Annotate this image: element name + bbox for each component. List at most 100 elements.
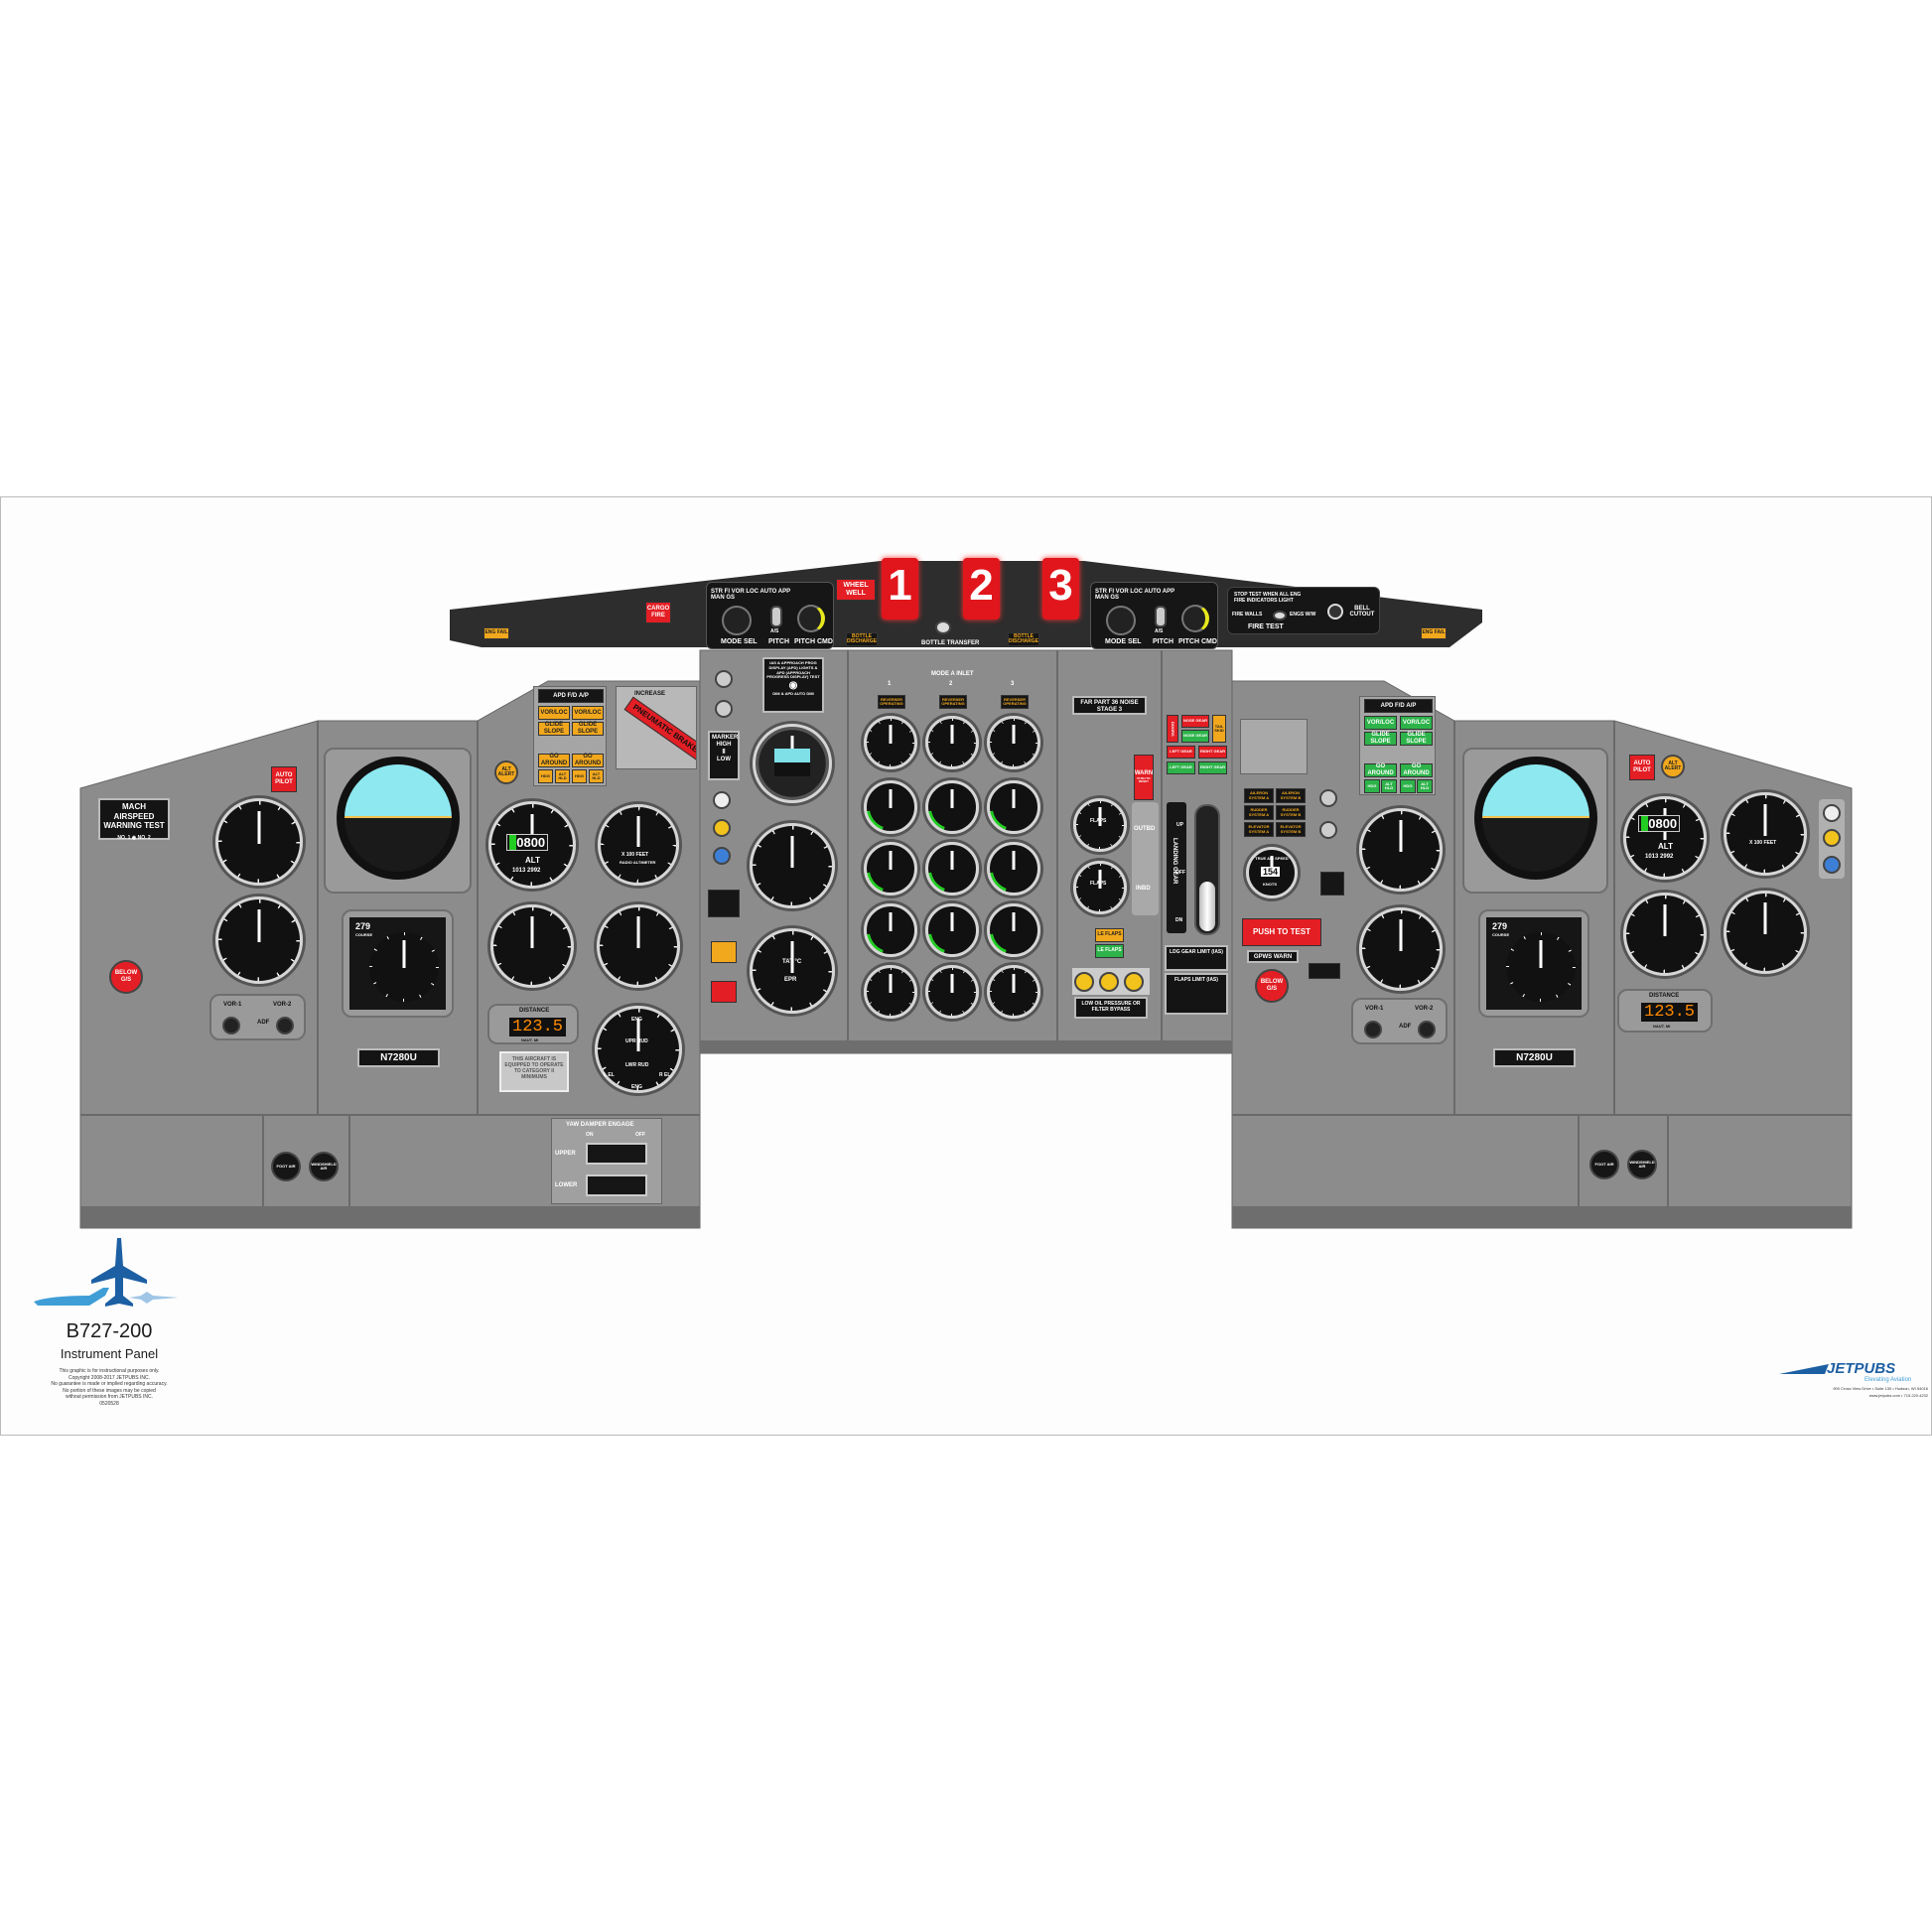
engine-1-n1-gauge — [864, 780, 917, 834]
right-panel-bottom-edge — [1232, 1206, 1852, 1228]
go-around-light-fd[interactable]: GO AROUND — [538, 754, 570, 767]
landing-gear-label: LANDING GEAR — [1172, 838, 1177, 885]
windshield-air-knob[interactable]: WINDSHIELD AIR — [309, 1152, 339, 1181]
vor-adf-selector-2[interactable] — [276, 1017, 294, 1035]
engine-2-fire-handle[interactable]: 2 — [963, 558, 1000, 620]
yaw-eng-bottom: ENG — [631, 1084, 642, 1090]
jetpubs-address: 900 Cross View Drive • Suite 130 • Hudso… — [1833, 1386, 1928, 1391]
go-around-light-fd[interactable]: GO AROUND — [1364, 763, 1397, 777]
mode-select-knob[interactable] — [1106, 606, 1136, 635]
vor-loc-light-fd[interactable]: VOR/LOC — [538, 706, 570, 720]
aircraft-logo-icon — [34, 1238, 179, 1307]
right-hsi-display: 279 COURSE — [1486, 917, 1582, 1010]
right-foot-air-knob[interactable]: FOOT AIR — [1589, 1150, 1619, 1179]
course-label: COURSE — [355, 932, 373, 937]
alt-hld-light-fd[interactable]: ALT HLD — [1381, 779, 1397, 793]
yaw-eng-top: ENG — [631, 1017, 642, 1023]
disclaimer-line: This graphic is for instructional purpos… — [59, 1368, 160, 1374]
alt-hld-light-ap[interactable]: ALT HLD — [1417, 779, 1433, 793]
no2-label: NO. 2 — [137, 834, 151, 841]
engine-3-fire-handle[interactable]: 3 — [1042, 558, 1079, 620]
disclaimer-line: without permission from JETPUBS INC. — [65, 1394, 154, 1400]
vor1-label: VOR-1 — [1365, 1006, 1384, 1012]
pitch-cmd-knob[interactable] — [797, 605, 825, 632]
vor-loc-light-ap[interactable]: VOR/LOC — [572, 706, 604, 720]
hdg-light-fd[interactable]: HDG — [1364, 779, 1380, 793]
attitude-director-indicator — [337, 757, 460, 880]
le-flaps-extended-light: LE FLAPS — [1095, 944, 1124, 958]
engine-2-epr-gauge — [925, 716, 979, 769]
vor-adf-selector-2[interactable] — [1418, 1021, 1436, 1038]
fire-walls-label: FIRE WALLS — [1232, 612, 1263, 618]
engine-1-fire-handle[interactable]: 1 — [882, 558, 918, 620]
hdg-light-ap[interactable]: HDG — [572, 769, 587, 783]
bottle-transfer-switch[interactable] — [935, 621, 951, 634]
right-auto-pilot-light[interactable]: AUTO PILOT — [1629, 755, 1655, 780]
pitch-toggle[interactable] — [770, 606, 782, 627]
alt-label: ALT — [1658, 842, 1673, 851]
as-label: A/S — [1155, 628, 1164, 634]
no1-label: NO. 1 — [117, 834, 131, 841]
vor-adf-selector-1[interactable] — [1364, 1021, 1382, 1038]
engine-1-n2-gauge — [864, 903, 917, 957]
upper-yaw-damper-switch[interactable] — [586, 1143, 647, 1165]
naut-mi-label: NAUT. MI — [1653, 1024, 1671, 1029]
altitude-alert-light[interactable]: ALT ALERT — [494, 760, 518, 784]
glide-slope-light-ap[interactable]: GLIDE SLOPE — [1400, 732, 1433, 746]
dim-knob[interactable]: ◉ — [788, 680, 798, 692]
bell-cutout-button[interactable] — [1327, 604, 1343, 620]
mode-select-knob[interactable] — [722, 606, 752, 635]
dim-label: DIM & APD AUTO DIM — [772, 691, 814, 697]
engine-3-egt-gauge — [987, 842, 1040, 896]
marker-light-white — [713, 791, 731, 809]
vertical-speed-indicator — [490, 904, 574, 988]
right-apd-annunciator-panel: APD F/D A/P VOR/LOC VOR/LOC GLIDE SLOPE … — [1359, 696, 1436, 795]
vor-loc-light-fd[interactable]: VOR/LOC — [1364, 716, 1397, 730]
right-indicator-light-1[interactable] — [1319, 789, 1337, 807]
auto-pilot-warning-light[interactable]: AUTO PILOT — [271, 766, 297, 792]
glide-slope-light-ap[interactable]: GLIDE SLOPE — [572, 722, 604, 736]
panel-subtitle: Instrument Panel — [60, 1346, 159, 1361]
tail-skid-light: TAIL SKID — [1212, 715, 1226, 743]
cargo-fire-light[interactable]: CARGO FIRE — [645, 602, 671, 623]
aileron-b-light: AILERON SYSTEM B — [1276, 788, 1306, 803]
fire-test-switch[interactable] — [1273, 611, 1287, 621]
alt-hld-light-fd[interactable]: ALT HLD — [555, 769, 570, 783]
right-windshield-air-knob[interactable]: WINDSHIELD AIR — [1627, 1150, 1657, 1179]
vor2-label: VOR-2 — [1415, 1006, 1434, 1012]
right-below-glideslope-button[interactable]: BELOW G/S — [1255, 969, 1289, 1003]
vor-loc-light-ap[interactable]: VOR/LOC — [1400, 716, 1433, 730]
fire-test-note: STOP TEST WHEN ALL ENG FIRE INDICATORS L… — [1234, 592, 1302, 604]
below-glideslope-button[interactable]: BELOW G/S — [109, 960, 143, 994]
pitch-cmd-knob[interactable] — [1181, 605, 1209, 632]
center-indicator-light-1[interactable] — [715, 670, 733, 688]
go-around-light-ap[interactable]: GO AROUND — [1400, 763, 1433, 777]
engine-2-fuel-flow-gauge — [925, 965, 979, 1019]
up-label: UP — [1176, 822, 1183, 828]
foot-air-knob[interactable]: FOOT AIR — [271, 1152, 301, 1181]
vor-adf-selector-1[interactable] — [222, 1017, 240, 1035]
marker-switch[interactable]: ▮ — [722, 749, 726, 756]
pneumatic-brake-handle[interactable]: PNEUMATIC BRAKE — [623, 696, 696, 761]
wheel-well-light[interactable]: WHEEL WELL — [836, 579, 876, 601]
hsi-bezel: 279 COURSE — [342, 909, 454, 1018]
disclaimer-line: 0520528 — [99, 1400, 119, 1407]
glide-slope-light-fd[interactable]: GLIDE SLOPE — [1364, 732, 1397, 746]
hdg-light-ap[interactable]: HDG — [1400, 779, 1416, 793]
right-altitude-alert-light[interactable]: ALT ALERT — [1661, 755, 1685, 778]
pitch-toggle[interactable] — [1155, 606, 1167, 627]
right-autopilot-mode-panel: STR FI VOR LOC AUTO APP MAN GS A/S MODE … — [1090, 582, 1218, 649]
right-radio-altimeter — [1724, 792, 1807, 876]
lower-yaw-damper-switch[interactable] — [586, 1174, 647, 1196]
engine-3-epr-gauge — [987, 716, 1040, 769]
gpws-push-to-test-button[interactable]: PUSH TO TEST — [1242, 918, 1321, 946]
glide-slope-light-fd[interactable]: GLIDE SLOPE — [538, 722, 570, 736]
landing-gear-lever[interactable] — [1199, 882, 1215, 931]
go-around-light-ap[interactable]: GO AROUND — [572, 754, 604, 767]
alt-hld-light-ap[interactable]: ALT HLD — [589, 769, 604, 783]
center-indicator-light-2[interactable] — [715, 700, 733, 718]
hdg-light-fd[interactable]: HDG — [538, 769, 553, 783]
right-indicator-light-2[interactable] — [1319, 821, 1337, 839]
right-marker-light-amber — [1823, 829, 1841, 847]
